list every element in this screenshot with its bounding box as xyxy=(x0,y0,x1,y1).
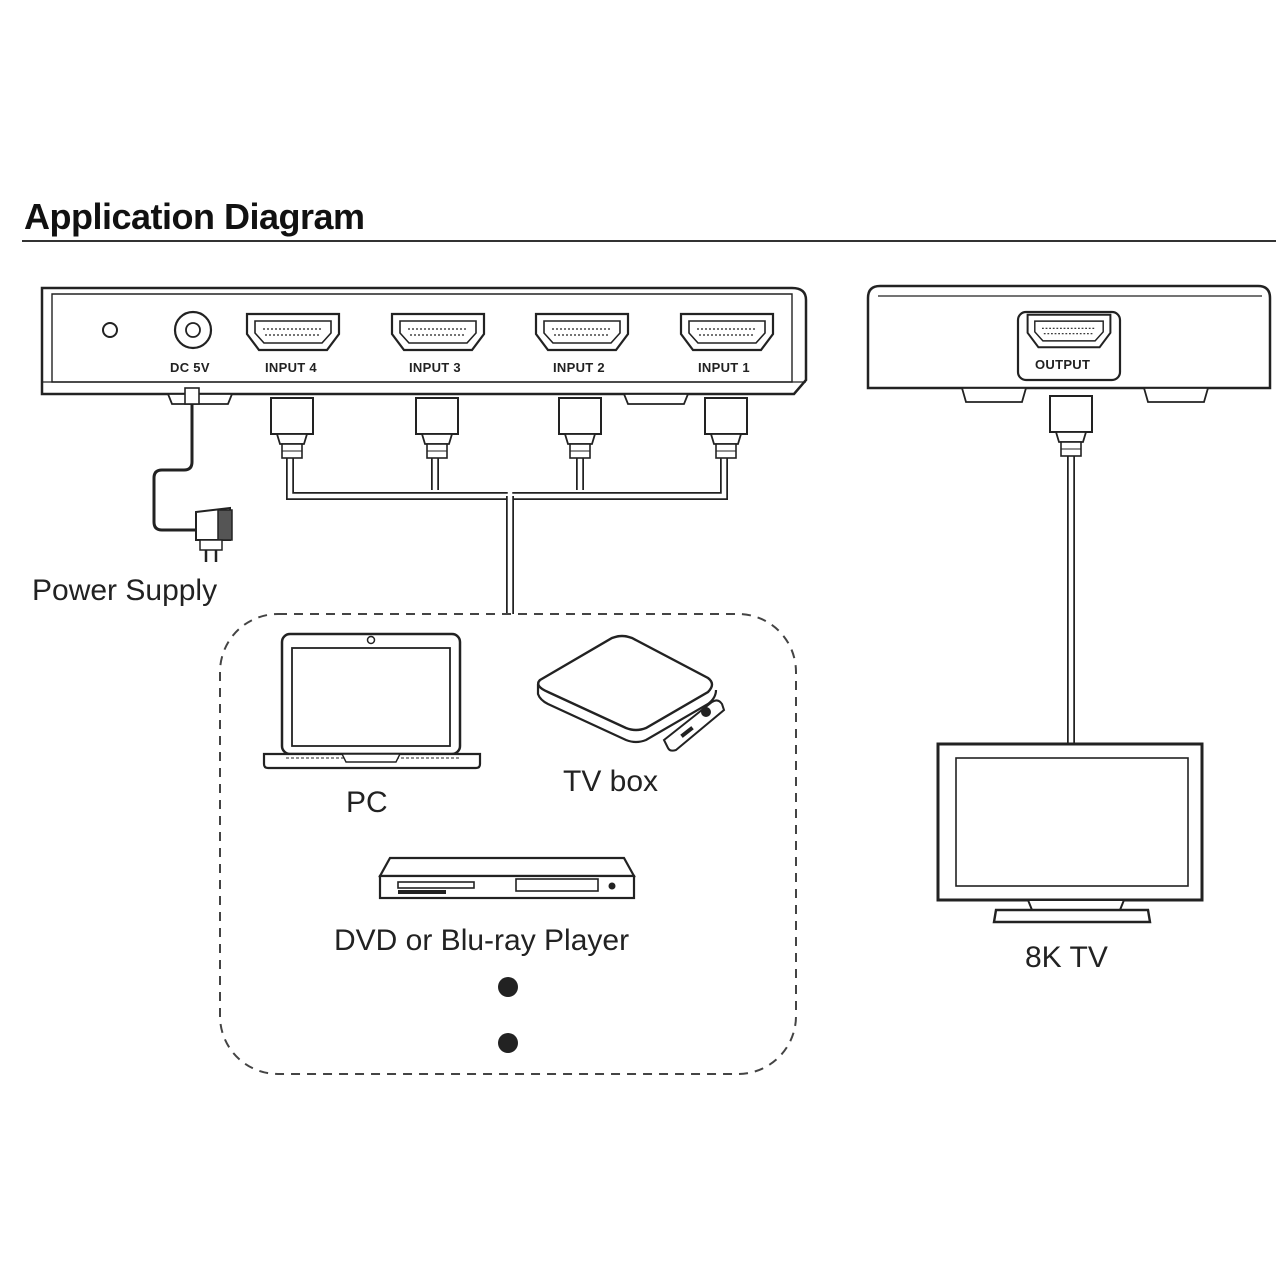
tv-box-label: TV box xyxy=(563,765,659,798)
hdmi-plug-output xyxy=(1049,395,1093,457)
power-cable xyxy=(152,387,233,562)
remote-control-icon xyxy=(662,699,726,752)
more-devices-icon xyxy=(498,977,518,1053)
output-cable xyxy=(1049,395,1093,744)
diagram-title: Application Diagram xyxy=(24,196,365,237)
hdmi-input-1-port-icon xyxy=(679,312,775,352)
tv-icon xyxy=(936,742,1204,924)
hdmi-input-2-port-icon xyxy=(534,312,630,352)
input-2-label: INPUT 2 xyxy=(553,360,605,375)
pc-label: PC xyxy=(346,786,388,819)
hdmi-plug-input-4 xyxy=(270,397,314,459)
power-supply-label: Power Supply xyxy=(32,574,218,607)
hdmi-plug-input-1 xyxy=(704,397,748,459)
laptop-icon xyxy=(262,632,482,770)
dvd-player-icon xyxy=(378,856,636,900)
output-box xyxy=(866,284,1272,403)
hdmi-switch-box xyxy=(40,286,808,405)
tv-box-icon xyxy=(536,634,726,752)
input-3-label: INPUT 3 xyxy=(409,360,461,375)
hdmi-input-4-port-icon xyxy=(245,312,341,352)
tv-label: 8K TV xyxy=(1025,941,1108,974)
input-cables xyxy=(270,397,748,614)
title-rule xyxy=(22,240,1276,242)
input-1-label: INPUT 1 xyxy=(698,360,750,375)
input-4-label: INPUT 4 xyxy=(265,360,317,375)
hdmi-plug-input-2 xyxy=(558,397,602,459)
led-indicator-icon xyxy=(102,322,118,338)
dc-port-label: DC 5V xyxy=(170,360,210,375)
hdmi-plug-input-3 xyxy=(415,397,459,459)
player-label: DVD or Blu-ray Player xyxy=(334,924,630,957)
output-port-label: OUTPUT xyxy=(1035,357,1091,372)
power-adapter-icon xyxy=(195,506,233,562)
dc-jack-icon xyxy=(173,310,213,350)
sources-dashed-frame xyxy=(219,613,797,1075)
hdmi-input-3-port-icon xyxy=(390,312,486,352)
hdmi-output-port-icon xyxy=(1026,313,1112,349)
